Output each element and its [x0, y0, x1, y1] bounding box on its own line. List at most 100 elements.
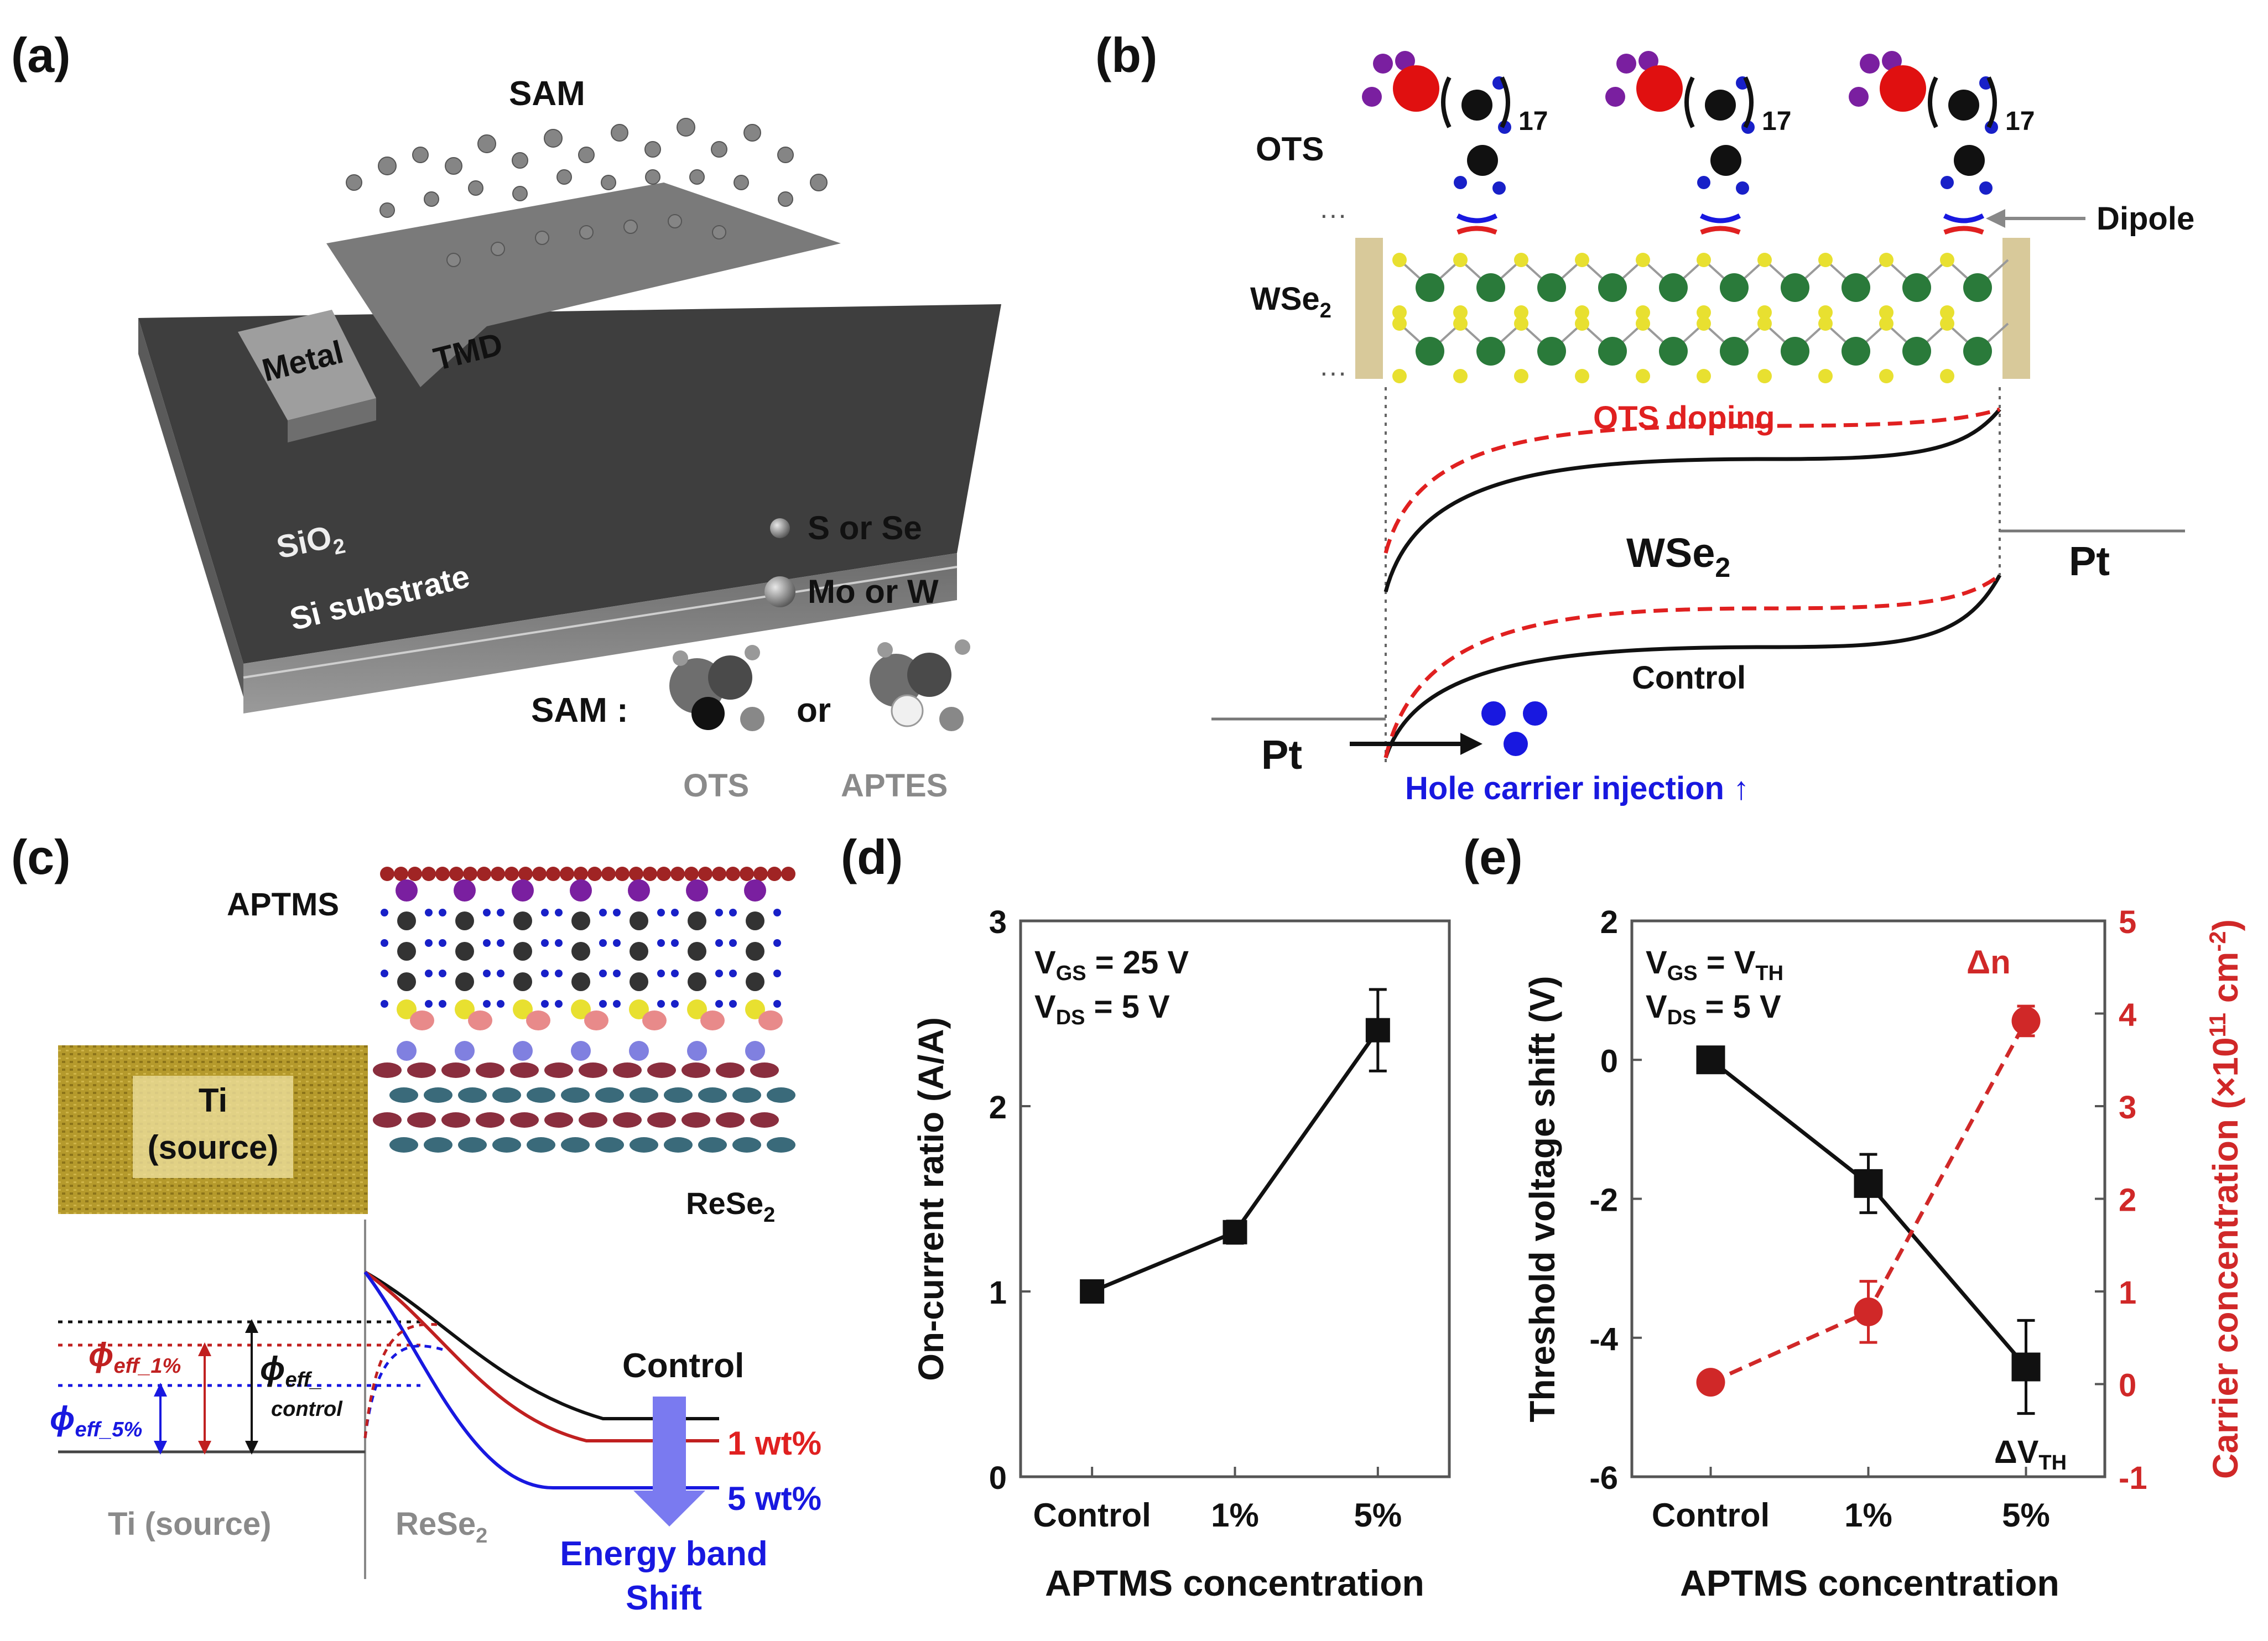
data-point — [1854, 1297, 1883, 1326]
energy-band-label: Energy band — [560, 1535, 768, 1573]
aptms-label: APTMS — [227, 887, 339, 923]
cb-ots-doping — [1383, 407, 2001, 554]
data-point — [2011, 1352, 2041, 1382]
dipole-marks — [1456, 213, 1985, 235]
1wt-label: 1 wt% — [727, 1425, 821, 1462]
y-tick-label: 1 — [989, 1275, 1007, 1311]
data-point — [1223, 1220, 1247, 1244]
y2-tick-label: 3 — [2119, 1090, 2136, 1126]
shift-label: Shift — [626, 1579, 702, 1617]
control-label-b: Control — [1632, 660, 1746, 696]
wse2-band-label: WSe2 — [1626, 530, 1730, 583]
data-point — [2011, 1006, 2041, 1035]
y-tick-label: -2 — [1589, 1182, 1618, 1218]
y-tick-label: 3 — [989, 904, 1007, 940]
x-tick-label: 5% — [1354, 1497, 1402, 1534]
wse2-atoms — [1392, 253, 2009, 383]
atom-s-icon — [770, 518, 790, 538]
data-point — [1696, 1368, 1725, 1397]
source-label: (source) — [148, 1129, 279, 1166]
ots-molecules: 17 17 17 — [1362, 51, 2035, 195]
panel-c-label: (c) — [11, 830, 71, 884]
chart-d-ann-vgs: VGS = 25 V — [1034, 945, 1189, 985]
panel-b: (b) OTS 17 17 — [1095, 28, 2194, 806]
panel-a-label: (a) — [11, 28, 71, 82]
pt-label-left: Pt — [1261, 732, 1302, 778]
panel-e-label: (e) — [1463, 830, 1523, 884]
ots-molecule-icon — [669, 645, 764, 731]
panel-c: (c) APTMS Ti (source) ReSe2 ϕeff_1% ϕeff… — [11, 830, 821, 1617]
y2-tick-label: 4 — [2119, 997, 2136, 1033]
rese2-bottom-label: ReSe2 — [396, 1506, 487, 1548]
aptes-molecule-icon — [870, 639, 970, 731]
y2-tick-label: 2 — [2119, 1182, 2136, 1218]
band-5wt — [363, 1271, 719, 1489]
dipole-label: Dipole — [2097, 201, 2194, 237]
shift-arrow-icon — [653, 1397, 686, 1491]
vb-control — [1383, 574, 2002, 759]
data-point — [1854, 1169, 1883, 1198]
substrate-left-face — [138, 318, 243, 697]
chart-d-xlabel: APTMS concentration — [1045, 1562, 1424, 1603]
y-tick-label: -4 — [1589, 1321, 1618, 1357]
sam-colon-label: SAM : — [531, 691, 628, 730]
rese2-label-c: ReSe2 — [686, 1186, 775, 1227]
panel-b-label: (b) — [1095, 28, 1157, 82]
y-tick-label: -6 — [1589, 1460, 1618, 1496]
sam-label: SAM — [509, 75, 585, 113]
vb-ots-doping — [1383, 574, 2001, 758]
ots-label: OTS — [683, 768, 749, 804]
band-control — [364, 1270, 719, 1420]
chart-e-xlabel: APTMS concentration — [1680, 1562, 2059, 1603]
chart-e-ylabel: Threshold voltage shift (V) — [1522, 976, 1562, 1422]
band-1wt — [364, 1270, 719, 1442]
y-tick-label: 2 — [989, 1090, 1007, 1126]
hole-icon — [1481, 701, 1506, 726]
atom-mo-icon — [764, 576, 795, 607]
y2-tick-label: 5 — [2119, 904, 2136, 940]
control-label-c: Control — [622, 1347, 744, 1385]
ti-label: Ti — [199, 1082, 227, 1119]
sio2-si-interface — [243, 566, 958, 679]
metal-pad — [238, 310, 376, 420]
or-label: or — [797, 691, 831, 730]
x-tick-label: 1% — [1844, 1497, 1892, 1534]
legend-mo-label: Mo or W — [808, 573, 939, 610]
x-tick-label: Control — [1033, 1497, 1151, 1534]
y-tick-label: 0 — [989, 1460, 1007, 1496]
x-tick-label: 5% — [2002, 1497, 2050, 1534]
svg-text:17: 17 — [1762, 107, 1791, 136]
svg-text:···: ··· — [1319, 199, 1347, 230]
x-tick-label: Control — [1652, 1497, 1770, 1534]
aptes-label: APTES — [841, 768, 948, 804]
y-tick-label: 0 — [1600, 1043, 1618, 1079]
data-point — [1080, 1279, 1105, 1304]
chart-e-dn-label: Δn — [1967, 944, 2011, 981]
y2-tick-label: -1 — [2119, 1460, 2147, 1496]
ti-source-label: Ti (source) — [108, 1506, 271, 1542]
phi-1-label: ϕeff_1% — [89, 1336, 181, 1378]
chart-d-ann-vds: VDS = 5 V — [1034, 989, 1170, 1029]
cb-control — [1383, 408, 2001, 592]
series-line — [1091, 1029, 1380, 1294]
hole-injection-label: Hole carrier injection ↑ — [1405, 770, 1749, 806]
svg-text:control: control — [271, 1398, 343, 1421]
data-point — [1696, 1045, 1725, 1075]
data-point — [1365, 1018, 1390, 1043]
chart-e-y2label: Carrier concentration (×1011 cm-2) — [2204, 919, 2245, 1479]
legend-s-label: S or Se — [808, 509, 922, 546]
phi-5-label: ϕeff_5% — [50, 1400, 142, 1441]
svg-text:17: 17 — [2005, 107, 2035, 136]
y2-tick-label: 0 — [2119, 1368, 2136, 1404]
chart-e-ann-vds: VDS = 5 V — [1646, 989, 1781, 1029]
y2-tick-label: 1 — [2119, 1275, 2136, 1311]
chart-d-ylabel: On-current ratio (A/A) — [911, 1017, 951, 1381]
ots-label-b: OTS — [1256, 131, 1324, 168]
phi-control-label: ϕeff_ — [260, 1350, 322, 1392]
pt-contact-left — [1355, 238, 1383, 379]
chart-e-dvth-label: ΔVTH — [1994, 1434, 2067, 1475]
aptms-rese2-structure — [373, 867, 795, 1153]
